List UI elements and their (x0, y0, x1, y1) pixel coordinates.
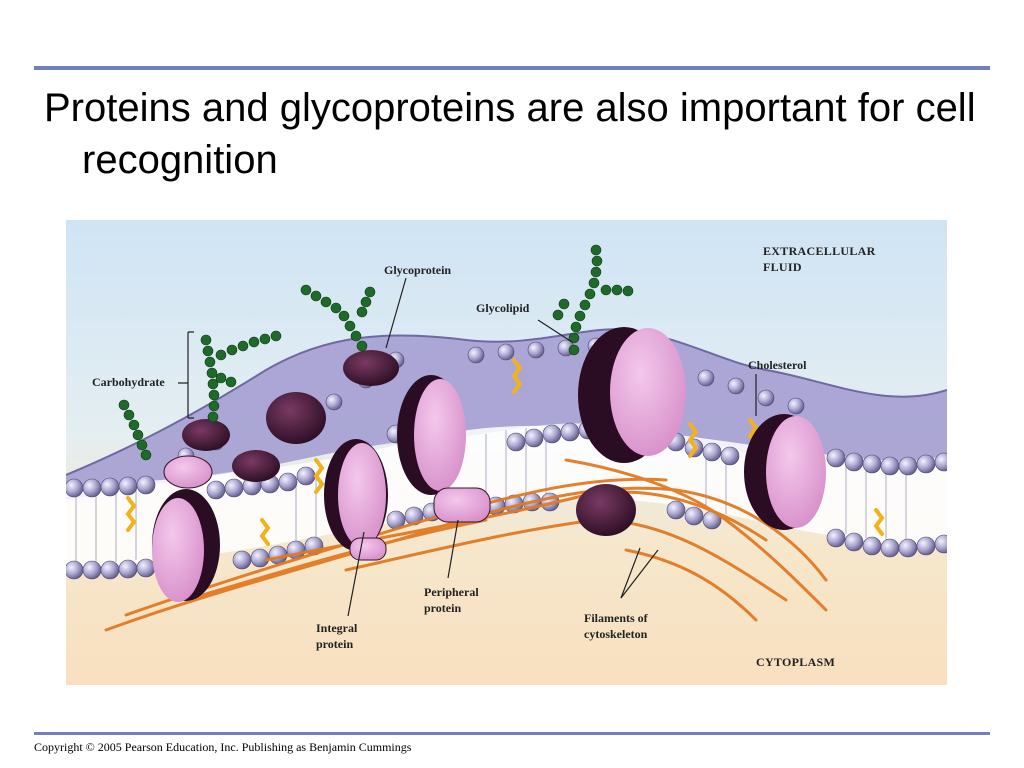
label-peripheral-1: Peripheral (424, 585, 479, 599)
label-glycoprotein: Glycoprotein (384, 263, 451, 277)
integral-protein-right (578, 327, 686, 463)
label-filaments-1: Filaments of (584, 611, 649, 625)
label-extracellular-2: FLUID (763, 260, 802, 274)
integral-protein-far-right (744, 414, 826, 530)
label-integral-2: protein (316, 637, 353, 651)
label-integral-1: Integral (316, 621, 358, 635)
membrane-figure: EXTRACELLULAR FLUID Glycoprotein Glycoli… (66, 220, 947, 685)
top-rule (34, 66, 990, 70)
label-carbohydrate: Carbohydrate (92, 375, 165, 389)
label-peripheral-2: protein (424, 601, 461, 615)
label-extracellular-1: EXTRACELLULAR (763, 244, 876, 258)
label-cytoplasm: CYTOPLASM (756, 655, 835, 669)
label-glycolipid: Glycolipid (476, 301, 530, 315)
copyright-footer: Copyright © 2005 Pearson Education, Inc.… (34, 740, 411, 755)
label-filaments-2: cytoskeleton (584, 627, 648, 641)
bottom-rule (34, 732, 990, 735)
slide-title: Proteins and glycoproteins are also impo… (44, 82, 1024, 186)
label-cholesterol: Cholesterol (748, 358, 807, 372)
